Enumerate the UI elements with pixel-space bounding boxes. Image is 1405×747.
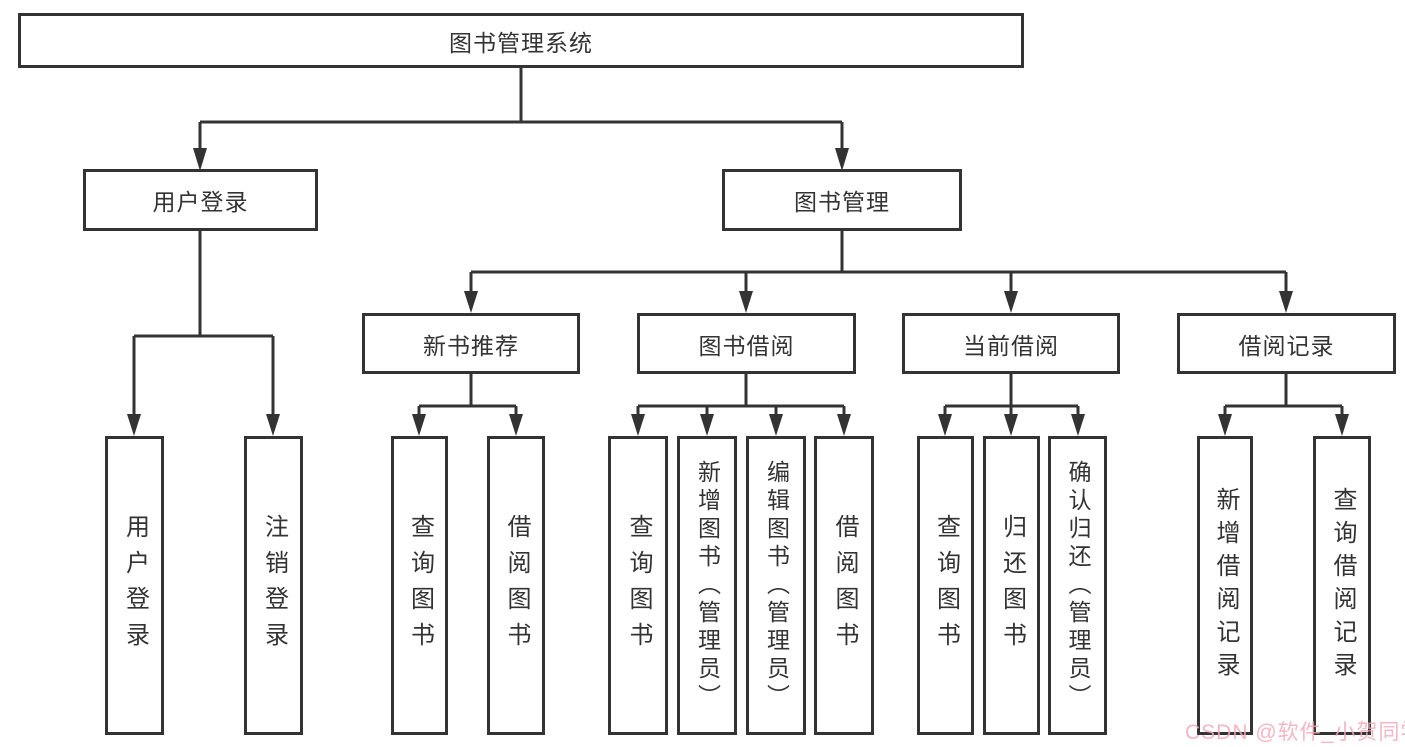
leaf-label: 编辑图书（管理员） xyxy=(763,459,790,712)
leaf-edit-book-admin: 编辑图书（管理员） xyxy=(746,436,806,735)
node-new-book-recommend: 新书推荐 xyxy=(362,313,580,374)
leaf-label: 注销登录 xyxy=(260,513,288,658)
leaf-query-books-current: 查询图书 xyxy=(917,436,974,735)
leaf-logout: 注销登录 xyxy=(244,436,303,735)
leaf-return-book: 归还图书 xyxy=(983,436,1040,735)
node-book-borrowing: 图书借阅 xyxy=(637,313,856,374)
leaf-label: 查询图书 xyxy=(406,513,434,658)
leaf-query-books-borrowing: 查询图书 xyxy=(608,436,668,735)
node-label: 当前借阅 xyxy=(963,332,1059,359)
leaf-add-book-admin: 新增图书（管理员） xyxy=(677,436,737,735)
leaf-label: 新增借阅记录 xyxy=(1212,486,1239,685)
arrowheads xyxy=(127,148,1349,436)
leaf-label: 查询图书 xyxy=(625,513,652,658)
leaf-add-borrow-record: 新增借阅记录 xyxy=(1197,436,1253,735)
leaf-label: 用户登录 xyxy=(121,513,149,658)
node-label: 图书管理 xyxy=(794,189,890,215)
node-label: 新书推荐 xyxy=(423,332,519,359)
node-user-login-branch: 用户登录 xyxy=(83,169,318,231)
node-current-borrowing: 当前借阅 xyxy=(902,313,1120,374)
leaf-borrow-books-recommend: 借阅图书 xyxy=(487,436,545,735)
leaf-label: 确认归还（管理员） xyxy=(1065,459,1091,712)
node-label: 图书管理系统 xyxy=(449,29,593,56)
csdn-watermark: CSDN @软件_小贺同学 xyxy=(1185,721,1405,744)
node-label: 用户登录 xyxy=(152,189,249,215)
leaf-query-borrow-record: 查询借阅记录 xyxy=(1313,436,1371,735)
node-library-management-system: 图书管理系统 xyxy=(18,13,1024,68)
node-label: 图书借阅 xyxy=(698,332,795,359)
leaf-label: 借阅图书 xyxy=(831,513,858,658)
leaf-query-books-recommend: 查询图书 xyxy=(391,436,448,735)
leaf-label: 借阅图书 xyxy=(503,513,530,658)
leaf-label: 归还图书 xyxy=(998,513,1026,658)
leaf-confirm-return-admin: 确认归还（管理员） xyxy=(1048,436,1107,735)
leaf-user-login: 用户登录 xyxy=(105,436,164,735)
node-label: 借阅记录 xyxy=(1238,332,1335,359)
node-book-management-branch: 图书管理 xyxy=(722,169,962,231)
leaf-label: 新增图书（管理员） xyxy=(694,459,721,712)
node-borrow-records: 借阅记录 xyxy=(1177,313,1396,374)
leaf-label: 查询借阅记录 xyxy=(1329,486,1356,685)
leaf-label: 查询图书 xyxy=(932,513,960,658)
leaf-borrow-books-borrowing: 借阅图书 xyxy=(814,436,874,735)
